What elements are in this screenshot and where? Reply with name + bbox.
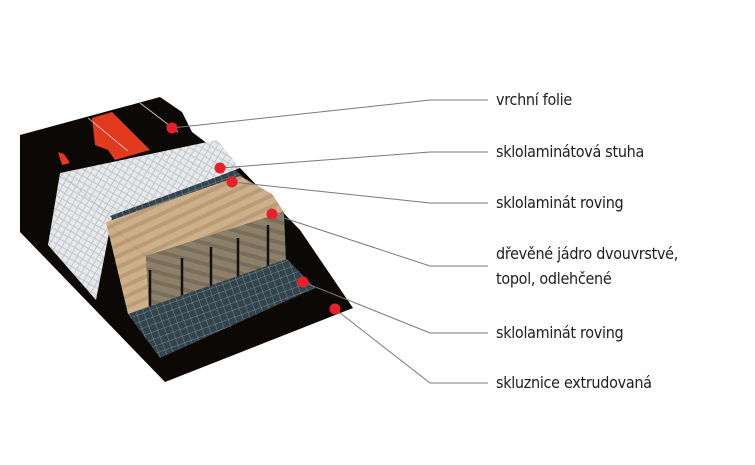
marker-wood-core: [266, 208, 278, 220]
wood-core-top: [106, 176, 284, 256]
label-topsheet: vrchní folie: [496, 90, 572, 109]
label-wood-core: dřevěné jádro dvouvrstvé,: [496, 244, 678, 263]
marker-base: [329, 303, 341, 315]
label-wood-core-line2: topol, odlehčené: [496, 269, 612, 288]
marker-topsheet: [166, 122, 178, 134]
lower-roving: [128, 259, 315, 358]
fiberglass-top: [60, 140, 240, 218]
marker-lower-roving: [297, 276, 309, 288]
label-upper-roving: sklolaminát roving: [496, 193, 624, 212]
label-lower-roving: sklolaminát roving: [496, 323, 624, 342]
fiberglass-side: [48, 173, 112, 300]
topsheet-accent: [58, 152, 70, 165]
label-fiberglass-tape: sklolaminátová stuha: [496, 142, 644, 161]
marker-upper-roving: [226, 176, 238, 188]
marker-fiberglass-tape: [214, 162, 226, 174]
leader-lines: [171, 99, 488, 384]
wood-core-side: [106, 222, 150, 322]
label-base: skluznice extrudovaná: [496, 373, 652, 392]
topsheet-accent: [92, 112, 150, 160]
